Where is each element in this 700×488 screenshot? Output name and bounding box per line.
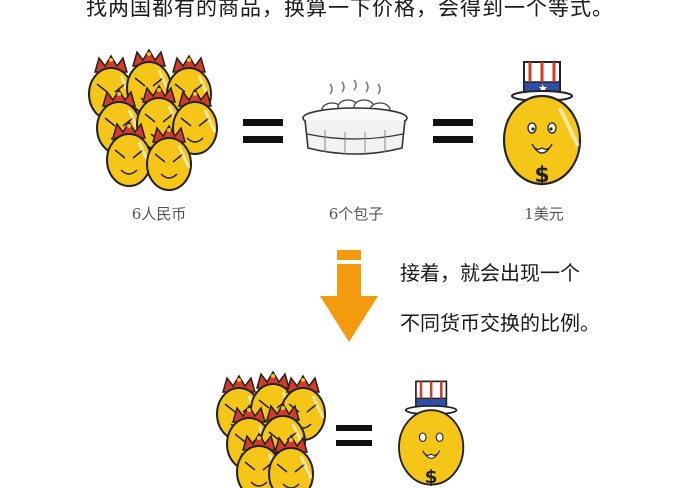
label-buns: 6个包子 (328, 205, 384, 223)
label-usd: 1美元 (524, 205, 564, 223)
down-arrow-icon (320, 250, 378, 342)
usd-coin-illustration: $ (398, 380, 465, 488)
intro-text: 找两国都有的商品，换算一下价格，会得到一个等式。 (86, 0, 614, 20)
explanation-line-1: 接着，就会出现一个 (400, 261, 580, 285)
usd-coin-illustration: $ (502, 61, 582, 188)
rmb-coins-stack-illustration (215, 370, 327, 488)
label-rmb: 6人民币 (131, 205, 187, 223)
equals-sign (336, 425, 372, 446)
equals-sign (243, 119, 283, 143)
svg-text:$: $ (425, 467, 438, 488)
svg-text:$: $ (534, 163, 549, 188)
equals-sign (433, 119, 473, 143)
rmb-coins-stack-illustration (87, 48, 219, 192)
steamer-buns-illustration (302, 79, 408, 155)
explanation-line-2: 不同货币交换的比例。 (400, 311, 600, 335)
